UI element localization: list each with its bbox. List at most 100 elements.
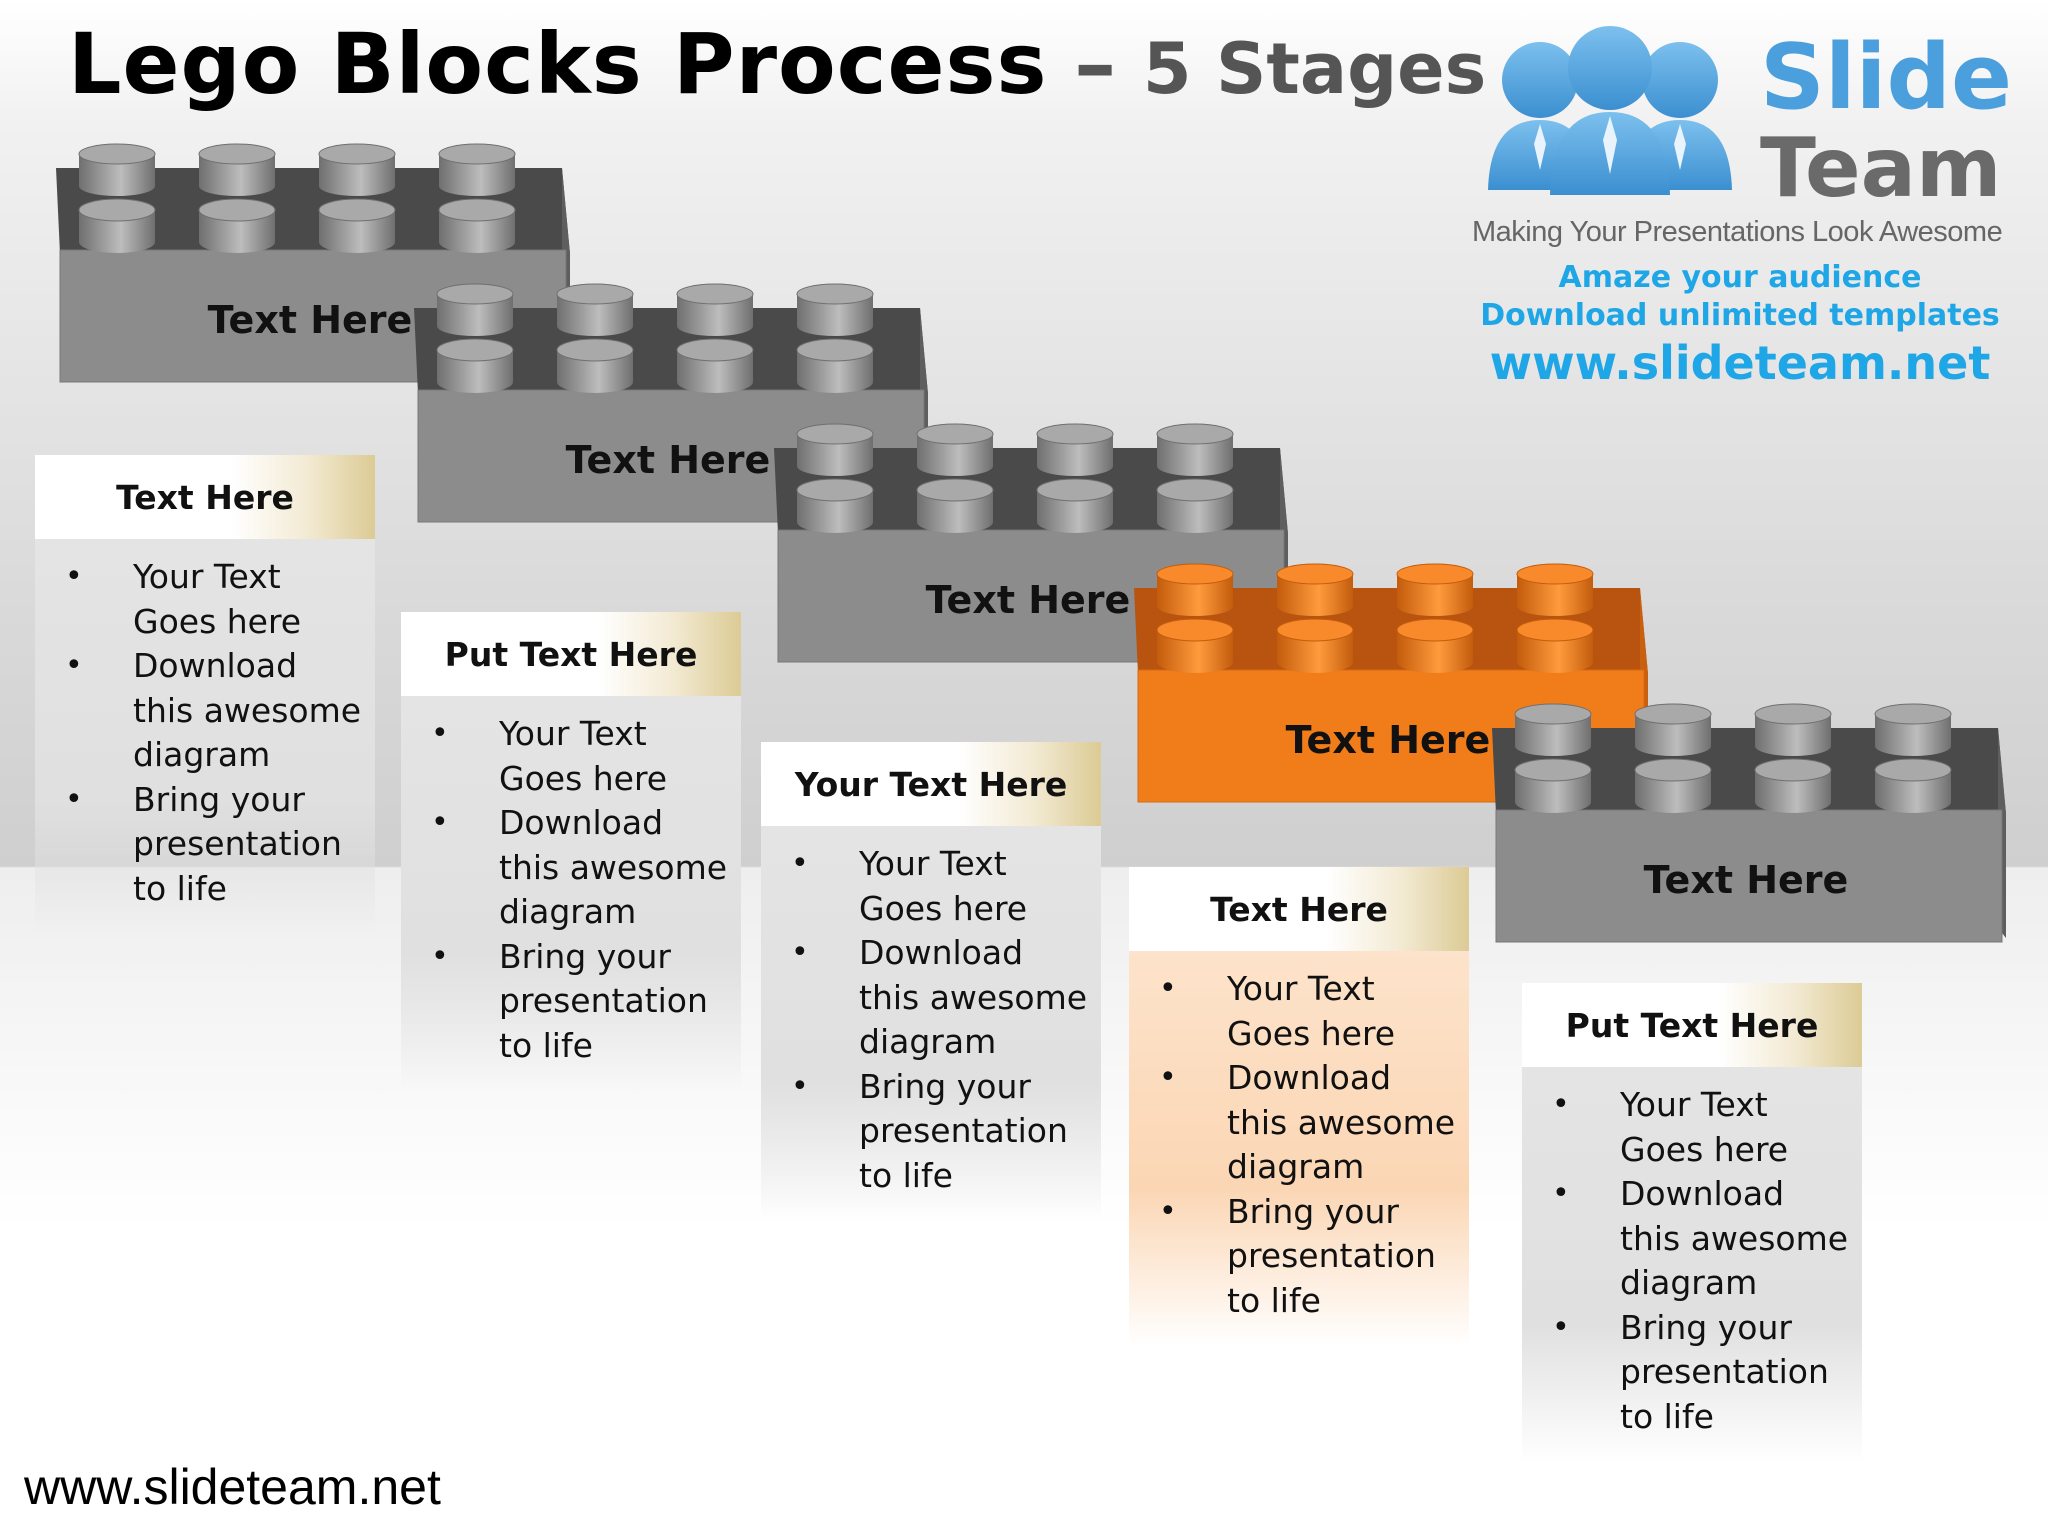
lego-brick-shape [1492, 703, 2006, 943]
bullet-dot-icon: • [1159, 1060, 1177, 1095]
slideteam-logo[interactable]: Slide Team Making Your Presentations Loo… [1460, 20, 2020, 390]
promo-url-link[interactable]: www.slideteam.net [1489, 336, 1991, 390]
bullet-dot-icon: • [1552, 1176, 1570, 1211]
brick-label: Text Here [565, 438, 771, 482]
brick-stud [78, 143, 156, 196]
card-body: • Your Text Goes here • Download this awes… [401, 696, 741, 1092]
card-heading: Put Text Here [1522, 983, 1862, 1067]
brick-stud [1036, 478, 1114, 533]
bullet-text: Bring your presentation to life [133, 779, 342, 908]
brick-stud [1874, 758, 1952, 813]
brick-stud [78, 198, 156, 253]
brick-stud [1754, 758, 1832, 813]
bullet-dot-icon: • [791, 846, 809, 881]
people-logo-icon [1488, 26, 1732, 195]
brick-stud [318, 143, 396, 196]
stage-card-2: Put Text Here • Your Text Goes here • Down… [401, 612, 741, 1092]
brick-label: Text Here [925, 578, 1131, 622]
bullet-text: Bring your presentation to life [1620, 1307, 1829, 1436]
card-heading: Put Text Here [401, 612, 741, 696]
footer-url-link[interactable]: www.slideteam.net [24, 1459, 441, 1515]
stage-card-5: Put Text Here •Your Text Goes here •Down… [1522, 983, 1862, 1463]
bullet-text: Download this awesome diagram [499, 803, 728, 931]
bullet-dot-icon: • [1552, 1309, 1570, 1345]
brick-stud [556, 338, 634, 393]
bullet-text: Bring your presentation to life [859, 1066, 1068, 1195]
bullet-item: • Download this awesome diagram [1129, 1056, 1469, 1190]
bullet-dot-icon: • [65, 648, 83, 683]
brick-stud [1036, 423, 1114, 476]
card-body: • Your Text Goes here • Download this awes… [761, 826, 1101, 1222]
bullet-dot-icon: • [1159, 1193, 1177, 1229]
bullet-text: Download this awesome diagram [133, 646, 362, 774]
brick-stud [1156, 618, 1234, 673]
bullet-item: • Bring your presentation to life [35, 778, 375, 912]
card-body: •Your Text Goes here •Download this awes… [35, 539, 375, 935]
brick-stud [1634, 758, 1712, 813]
bullet-item: • Download this awesome diagram [35, 644, 375, 778]
card-body: •Your Text Goes here •Download this awes… [1522, 1067, 1862, 1463]
bullet-text: Download this awesome diagram [859, 933, 1088, 1061]
brick-stud [1156, 478, 1234, 533]
brick-stud [796, 283, 874, 336]
bullet-text: Your Text Goes here [499, 714, 668, 798]
bullet-text: Your Text Goes here [1620, 1085, 1789, 1169]
stage-card-1: Text Here •Your Text Goes here •Download… [35, 455, 375, 935]
brick-stud [1516, 563, 1594, 616]
brick-stud [438, 198, 516, 253]
brick-stud [676, 338, 754, 393]
brick-stud [1634, 703, 1712, 756]
card-body: •Your Text Goes here •Download this awes… [1129, 951, 1469, 1347]
brick-stud [916, 423, 994, 476]
bullet-text: Your Text Goes here [133, 557, 302, 641]
bullet-dot-icon: • [791, 935, 809, 970]
title-subtitle: 5 Stages [1142, 28, 1487, 110]
bullet-item: •Your Text Goes here [35, 555, 375, 644]
bullet-dot-icon: • [431, 716, 449, 751]
bullet-dot-icon: • [431, 938, 449, 974]
bullet-list: •Your Text Goes here •Download this awes… [1522, 1083, 1862, 1439]
title-dash: – [1074, 15, 1117, 113]
brick-front-face [1495, 809, 2003, 943]
bullet-text: Bring your presentation to life [1227, 1191, 1436, 1320]
bullet-list: • Your Text Goes here • Download this awes… [761, 842, 1101, 1198]
card-heading: Text Here [35, 455, 375, 539]
bullet-item: •Your Text Goes here [1522, 1083, 1862, 1172]
brick-stud [796, 478, 874, 533]
brick-stud [436, 283, 514, 336]
brick-stud [1754, 703, 1832, 756]
lego-brick-3: Text Here [768, 410, 1288, 670]
brick-stud [438, 143, 516, 196]
brick-stud [1396, 618, 1474, 673]
brick-stud [1156, 423, 1234, 476]
bullet-dot-icon: • [65, 781, 83, 817]
card-heading: Your Text Here [761, 742, 1101, 826]
brick-stud [916, 478, 994, 533]
brick-stud [1514, 758, 1592, 813]
bullet-dot-icon: • [791, 1068, 809, 1104]
bullet-text: Download this awesome diagram [1227, 1058, 1456, 1186]
stage-card-3: Your Text Here • Your Text Goes here • Dow… [761, 742, 1101, 1222]
title-main: Lego Blocks Process [68, 15, 1048, 113]
brick-stud [1514, 703, 1592, 756]
brick-label: Text Here [207, 298, 413, 342]
brick-stud [796, 338, 874, 393]
slide-title: Lego Blocks Process – 5 Stages [68, 14, 1486, 119]
bullet-item: • Bring your presentation to life [1522, 1306, 1862, 1440]
bullet-item: • Download this awesome diagram [401, 801, 741, 935]
logo-word-slide: Slide [1760, 25, 2012, 130]
brick-label: Text Here [1285, 718, 1491, 762]
brick-stud [1276, 563, 1354, 616]
bullet-dot-icon: • [431, 805, 449, 840]
brick-stud [1516, 618, 1594, 673]
brick-stud [556, 283, 634, 336]
stage-card-4: Text Here •Your Text Goes here •Download… [1129, 867, 1469, 1347]
bullet-dot-icon: • [1159, 971, 1177, 1006]
bullet-text: Bring your presentation to life [499, 936, 708, 1065]
brick-stud [1396, 563, 1474, 616]
bullet-item: • Download this awesome diagram [761, 931, 1101, 1065]
brick-stud [318, 198, 396, 253]
brick-label: Text Here [1643, 858, 1849, 902]
brick-stud [1874, 703, 1952, 756]
bullet-text: Your Text Goes here [859, 844, 1028, 928]
